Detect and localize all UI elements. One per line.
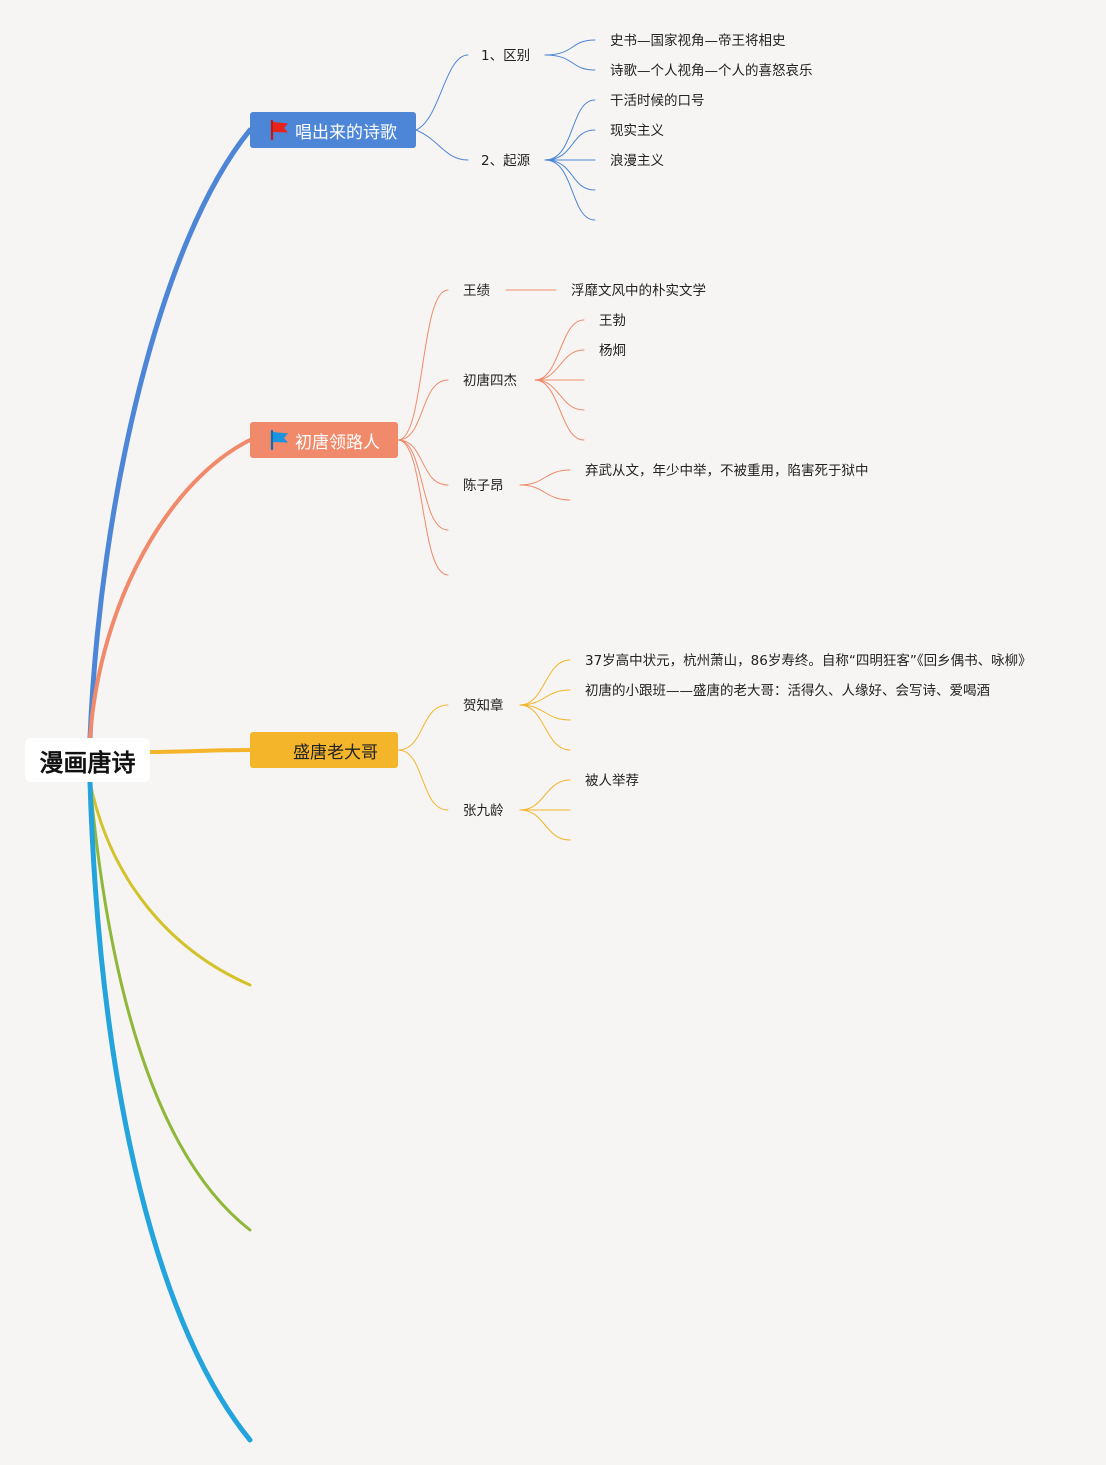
leaf-line bbox=[534, 319, 585, 381]
leaf-he-zhizhang-bio[interactable]: 37岁高中状元，杭州萧山，86岁寿终。自称“四明狂客”《回乡偶书、咏柳》 bbox=[585, 653, 1032, 669]
leaf-wang-ji-style[interactable]: 浮靡文风中的朴实文学 bbox=[571, 283, 706, 299]
subtopic-he-zhizhang[interactable]: 贺知章 bbox=[463, 698, 504, 714]
branch-line-topic-3 bbox=[148, 748, 252, 754]
sub-line bbox=[415, 129, 469, 161]
sub-line bbox=[415, 54, 469, 131]
leaf-poetry-view[interactable]: 诗歌—个人视角—个人的喜怒哀乐 bbox=[610, 63, 813, 79]
root-topic[interactable]: 漫画唐诗 bbox=[25, 738, 150, 782]
blue-flag-icon bbox=[270, 430, 288, 450]
leaf-romanticism[interactable]: 浪漫主义 bbox=[610, 153, 664, 169]
leaf-line bbox=[544, 129, 596, 161]
leaf-chen-ziang-bio[interactable]: 弃武从文，年少中举，不被重用，陷害死于狱中 bbox=[585, 463, 869, 479]
leaf-line bbox=[544, 99, 596, 161]
root-title: 漫画唐诗 bbox=[39, 748, 136, 777]
branch-line-topic-2 bbox=[88, 438, 252, 740]
branch-line-topic-1 bbox=[87, 127, 253, 741]
leaf-line bbox=[519, 779, 571, 811]
leaf-line bbox=[519, 469, 571, 486]
subtopic-four-talents[interactable]: 初唐四杰 bbox=[463, 373, 517, 389]
topic-high-tang-elders[interactable]: 盛唐老大哥 bbox=[250, 732, 398, 768]
topic-songs-poetry[interactable]: 唱出来的诗歌 bbox=[250, 112, 416, 148]
branch-line-empty-1 bbox=[88, 780, 252, 987]
leaf-line bbox=[519, 484, 571, 501]
sub-line bbox=[397, 289, 449, 441]
leaf-line bbox=[544, 159, 596, 221]
subtopic-wang-ji[interactable]: 王绩 bbox=[463, 283, 490, 299]
leaf-line bbox=[519, 809, 571, 841]
leaf-line bbox=[534, 379, 585, 411]
leaf-line bbox=[519, 704, 571, 721]
sub-line bbox=[397, 749, 449, 811]
leaf-wang-bo[interactable]: 王勃 bbox=[599, 313, 626, 329]
leaf-realism[interactable]: 现实主义 bbox=[610, 123, 664, 139]
topic-label: 唱出来的诗歌 bbox=[295, 122, 397, 143]
sub-line bbox=[397, 704, 449, 751]
subtopic-zhang-jiuling[interactable]: 张九龄 bbox=[463, 803, 504, 819]
topic-label: 初唐领路人 bbox=[295, 432, 380, 453]
subtopic-chen-ziang[interactable]: 陈子昂 bbox=[463, 478, 504, 494]
leaf-line bbox=[534, 349, 585, 381]
subtopic-origin[interactable]: 2、起源 bbox=[481, 153, 531, 169]
leaf-history-view[interactable]: 史书—国家视角—帝王将相史 bbox=[610, 33, 786, 49]
leaf-line bbox=[544, 159, 596, 191]
leaf-line bbox=[519, 659, 571, 706]
leaf-line bbox=[519, 689, 571, 706]
branch-line-empty-3 bbox=[87, 779, 253, 1443]
subtopic-difference[interactable]: 1、区别 bbox=[481, 48, 531, 64]
leaf-line bbox=[544, 39, 596, 56]
sub-line bbox=[397, 439, 449, 576]
leaf-work-chants[interactable]: 干活时候的口号 bbox=[610, 93, 705, 109]
leaf-line bbox=[544, 54, 596, 71]
leaf-line bbox=[534, 379, 585, 441]
topic-label: 盛唐老大哥 bbox=[293, 742, 378, 763]
branch-line-empty-2 bbox=[88, 780, 252, 1232]
leaf-yang-jiong[interactable]: 杨炯 bbox=[599, 343, 626, 359]
leaf-he-zhizhang-traits[interactable]: 初唐的小跟班——盛唐的老大哥：活得久、人缘好、会写诗、爱喝酒 bbox=[585, 683, 990, 699]
topic-early-tang-pioneers[interactable]: 初唐领路人 bbox=[250, 422, 398, 458]
leaf-line bbox=[519, 704, 571, 751]
sub-line bbox=[397, 379, 449, 441]
sub-line bbox=[397, 439, 449, 486]
red-flag-icon bbox=[270, 120, 288, 140]
sub-line bbox=[397, 439, 449, 531]
leaf-recommended[interactable]: 被人举荐 bbox=[585, 773, 639, 789]
